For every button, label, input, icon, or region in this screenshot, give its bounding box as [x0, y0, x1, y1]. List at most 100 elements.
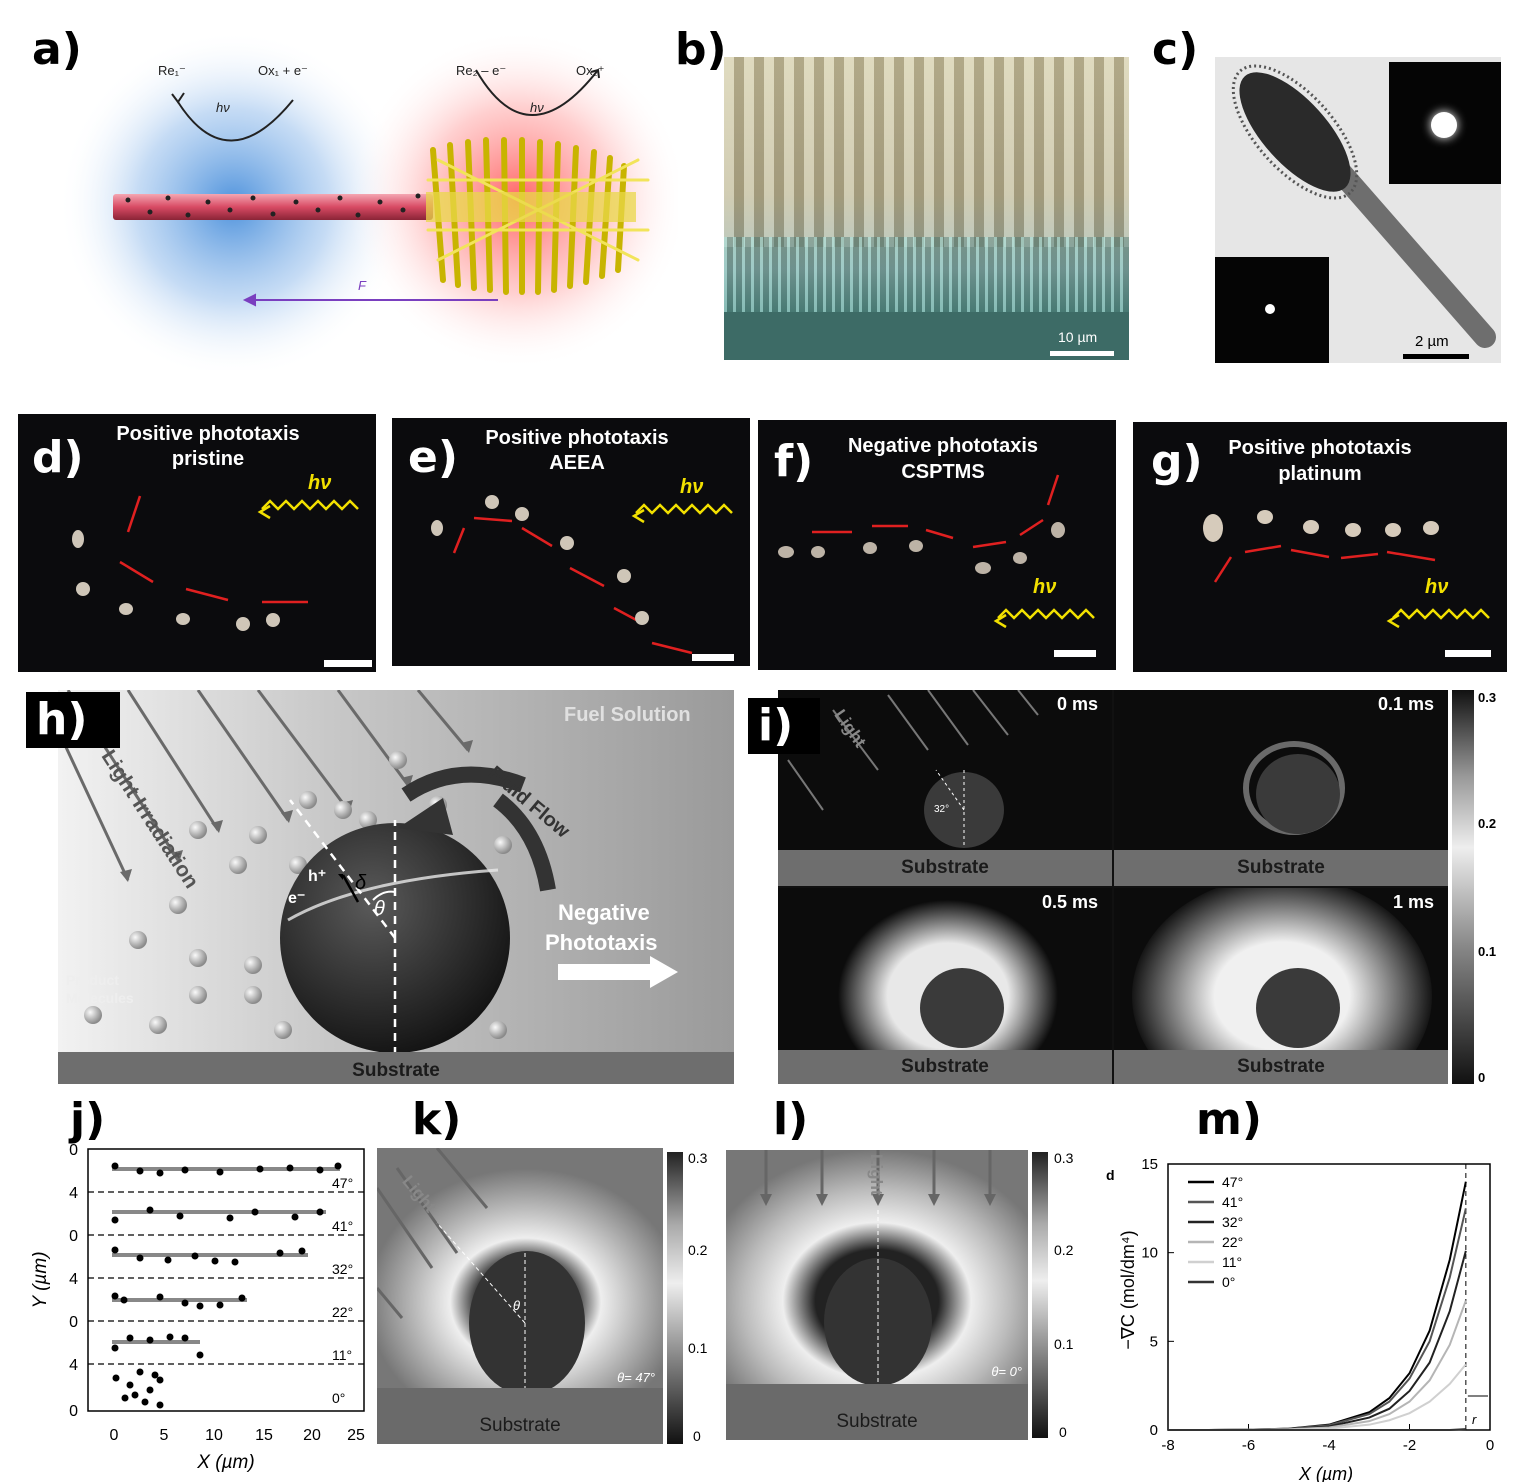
panel-m-r: r	[1472, 1412, 1477, 1427]
panel-j-xtick: 0	[110, 1427, 119, 1444]
panel-a-hv1: hν	[216, 100, 230, 115]
panel-i-angle: 32°	[934, 804, 950, 815]
panel-a-re1: Re₁⁻	[158, 63, 186, 78]
chart-y-tick-label: 5	[1150, 1333, 1158, 1350]
panel-m-d: d	[1106, 1167, 1115, 1183]
panel-k-substrate: Substrate	[377, 1388, 663, 1444]
panel-j-label: j)	[70, 1094, 106, 1145]
panel-j-ang-32: 32°	[332, 1261, 353, 1277]
panel-k-label: k)	[412, 1094, 462, 1145]
chart-series-line	[1168, 1250, 1467, 1431]
panel-a-label: a)	[32, 24, 82, 75]
panel-d-hv: hν	[308, 472, 332, 494]
panel-g: Positive phototaxis platinum g) hν	[1133, 422, 1507, 672]
panel-j-ytick: 0	[69, 1142, 78, 1159]
chart-x-tick-label: 0	[1486, 1437, 1494, 1454]
panel-j-ytick: 4	[69, 1271, 78, 1288]
panel-e-title-2: AEEA	[549, 452, 605, 474]
panel-h-arrow	[558, 964, 650, 980]
panel-i-t0: 0 ms	[1056, 694, 1098, 714]
panel-h-phototaxis: Phototaxis	[545, 930, 658, 955]
panel-b-label: b)	[675, 24, 727, 75]
panel-k-sim: Light θ θ= 47° Substrate	[377, 1148, 663, 1444]
panel-a-re2: Re₂ – e⁻	[456, 63, 506, 78]
chart-x-tick-label: -6	[1242, 1437, 1255, 1454]
chart-y-tick-label: 10	[1141, 1245, 1158, 1262]
panel-l-cb-01: 0.1	[1054, 1336, 1074, 1352]
chart-x-tick-label: -8	[1161, 1437, 1174, 1454]
chart-x-tick-label: -4	[1322, 1437, 1335, 1454]
panel-c-diffraction-inset-top	[1389, 62, 1501, 184]
panel-i-cb-02: 0.2	[1478, 816, 1497, 831]
panel-a-ox1: Ox₁ + e⁻	[258, 63, 308, 78]
panel-f: Negative phototaxis CSPTMS f) hν	[758, 420, 1116, 670]
chart-series-line	[1168, 1181, 1467, 1431]
chart-legend-label: 22°	[1222, 1234, 1243, 1250]
panel-j-xtick: 20	[303, 1427, 321, 1444]
panel-i-substrate-4: Substrate	[1114, 1050, 1448, 1084]
panel-j-xtick: 5	[160, 1427, 169, 1444]
panel-a-force: F	[358, 278, 367, 293]
panel-l-light: Light	[867, 1154, 886, 1196]
panel-d-label: d)	[32, 432, 84, 483]
panel-l-note: θ= 0°	[991, 1364, 1022, 1379]
panel-k-theta: θ	[513, 1298, 521, 1313]
panel-g-hv: hν	[1425, 576, 1449, 598]
panel-h-negative: Negative	[558, 900, 650, 925]
panel-h: Substrate Light Irradiation Fuel Solutio…	[58, 690, 734, 1084]
panel-j-xtick: 10	[205, 1427, 223, 1444]
panel-h-fuel: Fuel Solution	[564, 704, 691, 726]
chart-y-tick-label: 15	[1141, 1156, 1158, 1173]
panel-j-xlabel: X (µm)	[196, 1452, 254, 1473]
panel-d-title-1: Positive phototaxis	[116, 423, 300, 445]
panel-h-theta: θ	[374, 898, 385, 920]
panel-l-cb-02: 0.2	[1054, 1242, 1074, 1258]
panel-l-sim: Light θ= 0° Substrate	[726, 1150, 1028, 1440]
panel-b-sem-image: 10 µm	[724, 57, 1129, 360]
panel-m-label: m)	[1196, 1094, 1262, 1145]
panel-i: Light 32° 0 ms Substrate 0.1 ms Substrat…	[778, 690, 1448, 1084]
panel-i-t2: 0.5 ms	[1041, 892, 1098, 912]
panel-f-title-2: CSPTMS	[901, 461, 985, 483]
panel-c-scale-text: 2 µm	[1415, 333, 1449, 350]
panel-j-ang-41: 41°	[332, 1218, 353, 1234]
chart-legend-label: 0°	[1222, 1274, 1235, 1290]
panel-i-substrate-1: Substrate	[778, 850, 1112, 886]
panel-l-colorbar	[1032, 1152, 1048, 1438]
panel-b-scale-text: 10 µm	[1058, 329, 1098, 345]
panel-j-ang-22: 22°	[332, 1304, 353, 1320]
panel-c-tem-image: 2 µm	[1215, 57, 1501, 363]
chart-xlabel: X (µm)	[1298, 1464, 1353, 1482]
panel-g-title-2: platinum	[1278, 463, 1362, 485]
chart-y-tick-label: 0	[1150, 1422, 1158, 1439]
panel-k-cb-03: 0.3	[688, 1150, 708, 1166]
panel-i-substrate-2: Substrate	[1114, 850, 1448, 886]
panel-j-ylabel: Y (µm)	[30, 1251, 51, 1308]
panel-h-label: h)	[26, 692, 120, 748]
panel-i-cb-0: 0	[1478, 1070, 1486, 1085]
panel-i-colorbar	[1452, 690, 1474, 1084]
panel-i-substrate-3: Substrate	[778, 1050, 1112, 1084]
panel-h-product: Product	[66, 972, 119, 988]
panel-j-xtick: 25	[347, 1427, 365, 1444]
panel-j-xtick: 15	[255, 1427, 273, 1444]
panel-h-delta: δ	[355, 872, 367, 894]
panel-d: Positive phototaxis pristine d) hν	[18, 414, 376, 672]
panel-l-label: l)	[773, 1094, 809, 1145]
panel-g-label: g)	[1151, 436, 1203, 487]
chart-series-line	[1168, 1428, 1466, 1431]
panel-j-ytick: 0	[69, 1403, 78, 1420]
panel-c-label: c)	[1152, 24, 1199, 75]
panel-l-cb-0: 0	[1059, 1424, 1067, 1440]
panel-k-colorbar	[667, 1152, 683, 1444]
chart-series-line	[1168, 1300, 1467, 1431]
panel-a-schematic: Re₁⁻ Ox₁ + e⁻ hν Re₂ – e⁻ Ox₂⁺ hν F	[58, 30, 678, 370]
panel-c-diffraction-inset-bottom	[1215, 257, 1329, 363]
chart-legend-label: 41°	[1222, 1194, 1243, 1210]
panel-j-ytick: 4	[69, 1185, 78, 1202]
panel-k-note: θ= 47°	[617, 1370, 655, 1385]
panel-i-t3: 1 ms	[1392, 892, 1434, 912]
panel-l-substrate: Substrate	[726, 1384, 1028, 1440]
panel-e-hv: hν	[680, 476, 704, 498]
